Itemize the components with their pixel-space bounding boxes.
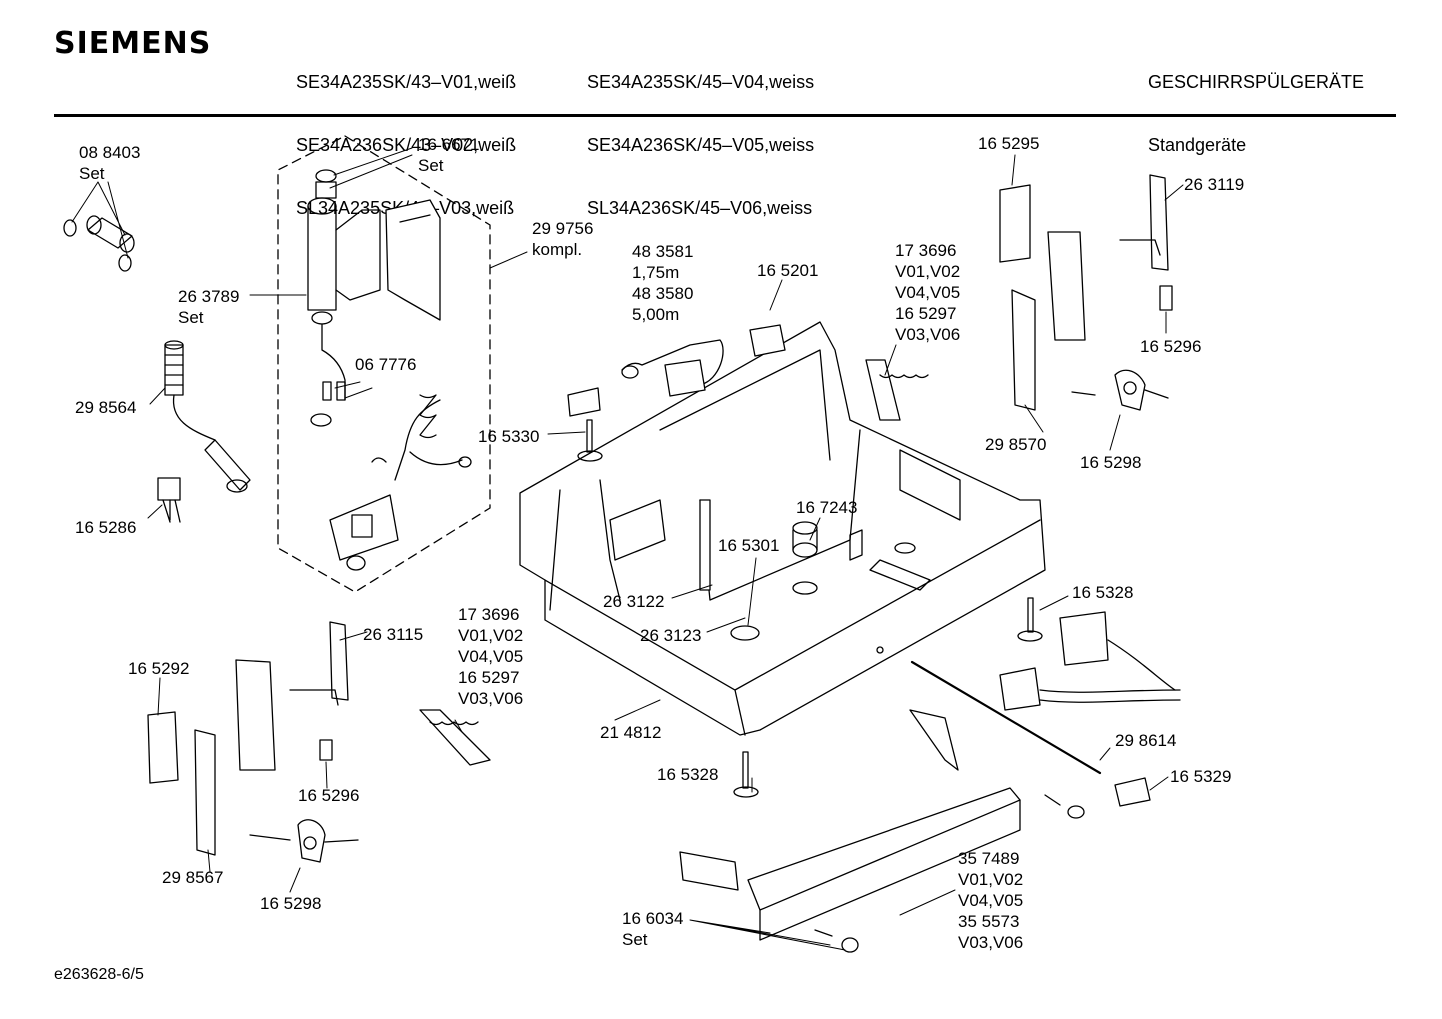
model-line: SE34A235SK/43–V01,weiß [296, 72, 517, 92]
door-hinge-right [865, 174, 1173, 421]
category-title: GESCHIRRSPÜLGERÄTE [1148, 72, 1365, 92]
part-label: 16 7243 [796, 498, 858, 517]
part-label: 26 3119 [1184, 175, 1245, 194]
cable-and-connectors [567, 324, 786, 417]
model-line: SE34A236SK/45–V05,weiss [587, 135, 815, 155]
models-column-2: SE34A235SK/45–V04,weiss SE34A236SK/45–V0… [587, 30, 814, 240]
part-label: 29 8564 [75, 398, 137, 417]
part-label: 16 5298 [260, 894, 322, 913]
model-line: SL34A236SK/45–V06,weiss [587, 198, 813, 218]
part-label: 16 5296 [1140, 337, 1202, 356]
part-label: 08 8403 Set [79, 143, 141, 183]
document-code: e263628-6/5 [54, 966, 144, 983]
part-label: 16 6034 Set [622, 909, 684, 949]
part-label: 17 3696 V01,V02 V04,V05 16 5297 V03,V06 [895, 241, 961, 344]
part-label: 35 7489 V01,V02 V04,V05 35 5573 V03,V06 [958, 849, 1024, 952]
door-hinge-left [147, 621, 491, 863]
part-label: 48 3581 1,75m 48 3580 5,00m [632, 242, 694, 324]
part-label: 26 3122 [603, 592, 665, 611]
part-label: 21 4812 [600, 723, 662, 742]
part-label: 16 5286 [75, 518, 137, 537]
part-label: 26 3789 Set [178, 287, 240, 327]
leveling-feet [577, 419, 1043, 798]
part-label: 26 3115 [363, 625, 424, 644]
drain-hose-parts [157, 340, 251, 523]
dashed-assembly-outline [277, 135, 491, 593]
aquastop-valve-assembly [307, 169, 472, 571]
base-tub [519, 321, 1046, 736]
part-label: 16 5330 [478, 427, 540, 446]
part-label: 16 5328 [1072, 583, 1134, 602]
part-label: 29 8570 [985, 435, 1047, 454]
part-label: 16 6671 Set [418, 135, 480, 175]
category-block: GESCHIRRSPÜLGERÄTE Standgeräte [1148, 30, 1364, 177]
part-label: 16 5296 [298, 786, 360, 805]
header-divider [54, 114, 1396, 117]
model-line: SE34A235SK/45–V04,weiss [587, 72, 815, 92]
part-label: 16 5292 [128, 659, 190, 678]
part-label: 26 3123 [640, 626, 702, 645]
part-label: 16 5295 [978, 134, 1040, 153]
part-label: 16 5328 [657, 765, 719, 784]
part-label: 29 9756 kompl. [532, 219, 594, 259]
kick-panel [679, 787, 1021, 953]
leader-lines [71, 147, 1184, 951]
part-label: 29 8614 [1115, 731, 1177, 750]
part-label: 16 5201 [757, 261, 819, 280]
part-label: 06 7776 [355, 355, 417, 374]
plinth-and-wiring [909, 611, 1181, 819]
part-label: 17 3696 V01,V02 V04,V05 16 5297 V03,V06 [458, 605, 524, 708]
hose-clamp-set [63, 215, 135, 272]
part-label: 29 8567 [162, 868, 224, 887]
part-label: 16 5298 [1080, 453, 1142, 472]
category-subtitle: Standgeräte [1148, 135, 1247, 155]
brand-logo: SIEMENS [54, 26, 212, 61]
part-label: 16 5301 [718, 536, 780, 555]
part-label: 16 5329 [1170, 767, 1232, 786]
